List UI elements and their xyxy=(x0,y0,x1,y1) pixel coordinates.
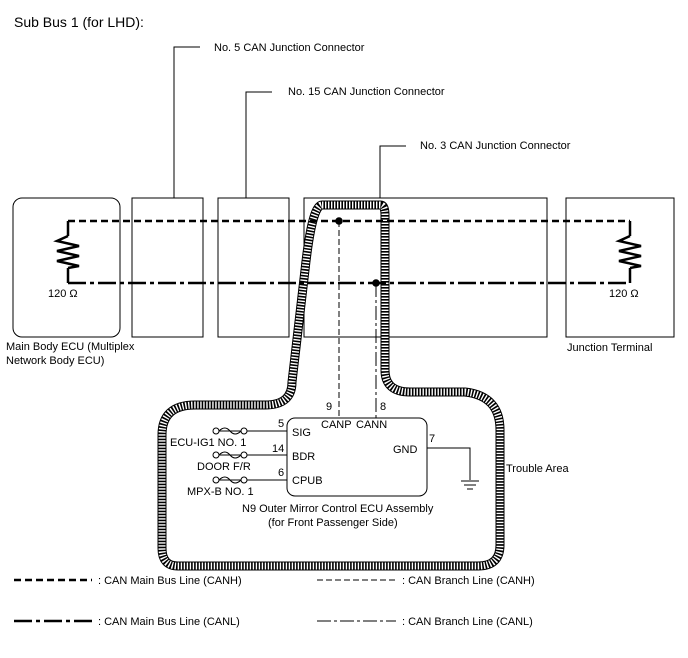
fuse-ecu-ig1-label: ECU-IG1 NO. 1 xyxy=(170,437,246,449)
no5-connector-box xyxy=(131,197,204,338)
pin-cpub-number: 6 xyxy=(278,467,284,479)
trouble-area-outline xyxy=(157,200,505,571)
legend-canh-branch-label: : CAN Branch Line (CANH) xyxy=(402,575,535,587)
canp-label: CANP xyxy=(321,419,352,431)
legend-canl-main-label: : CAN Main Bus Line (CANL) xyxy=(98,616,240,628)
main-body-resistor-value: 120 Ω xyxy=(48,288,78,300)
junction-terminal-resistor-value: 120 Ω xyxy=(609,288,639,300)
gnd-label: GND xyxy=(393,444,418,456)
sig-label: SIG xyxy=(292,427,311,439)
junction-terminal-label: Junction Terminal xyxy=(567,342,652,354)
gnd-wire xyxy=(427,447,471,480)
ecu-name-line-1: N9 Outer Mirror Control ECU Assembly xyxy=(242,503,434,515)
main-body-ecu-box xyxy=(12,197,121,338)
fuse-door-label: DOOR F/R xyxy=(197,461,251,473)
pin-canp-number: 9 xyxy=(326,401,332,413)
cpub-label: CPUB xyxy=(292,475,323,487)
bdr-label: BDR xyxy=(292,451,315,463)
can-main-bus-canh xyxy=(66,219,632,236)
no3-connector-label: No. 3 CAN Junction Connector xyxy=(420,140,571,152)
fuse-mpx-icon xyxy=(212,476,248,484)
junction-terminal-box xyxy=(565,197,675,338)
outer-mirror-ecu-box xyxy=(286,417,428,497)
can-main-bus-canl xyxy=(66,268,632,285)
ecu-name-line-2: (for Front Passenger Side) xyxy=(268,517,398,529)
legend-canl-branch-label: : CAN Branch Line (CANL) xyxy=(402,616,533,628)
connector-leaders xyxy=(173,46,406,198)
pin-gnd-number: 7 xyxy=(429,433,435,445)
main-body-ecu-label-1: Main Body ECU (Multiplex xyxy=(6,341,135,353)
pin-bdr-number: 14 xyxy=(272,443,284,455)
no5-connector-label: No. 5 CAN Junction Connector xyxy=(214,42,365,54)
main-body-ecu-label-2: Network Body ECU) xyxy=(6,355,104,367)
junction-terminal-resistor-icon xyxy=(615,234,642,270)
pin-cann-number: 8 xyxy=(380,401,386,413)
ground-icon xyxy=(461,480,479,490)
fuse-mpx-label: MPX-B NO. 1 xyxy=(187,486,254,498)
fuse-ecu-ig1-icon xyxy=(212,427,248,435)
ecu-input-wires xyxy=(216,430,287,481)
fuse-door-icon xyxy=(212,451,248,459)
trouble-area-label: Trouble Area xyxy=(506,463,569,475)
legend-canh-main-label: : CAN Main Bus Line (CANH) xyxy=(98,575,242,587)
cann-label: CANN xyxy=(356,419,387,431)
pin-sig-number: 5 xyxy=(278,418,284,430)
diagram-title: Sub Bus 1 (for LHD): xyxy=(14,14,144,30)
no15-connector-box xyxy=(217,197,290,338)
main-body-resistor-icon xyxy=(53,234,80,270)
no15-connector-label: No. 15 CAN Junction Connector xyxy=(288,86,445,98)
